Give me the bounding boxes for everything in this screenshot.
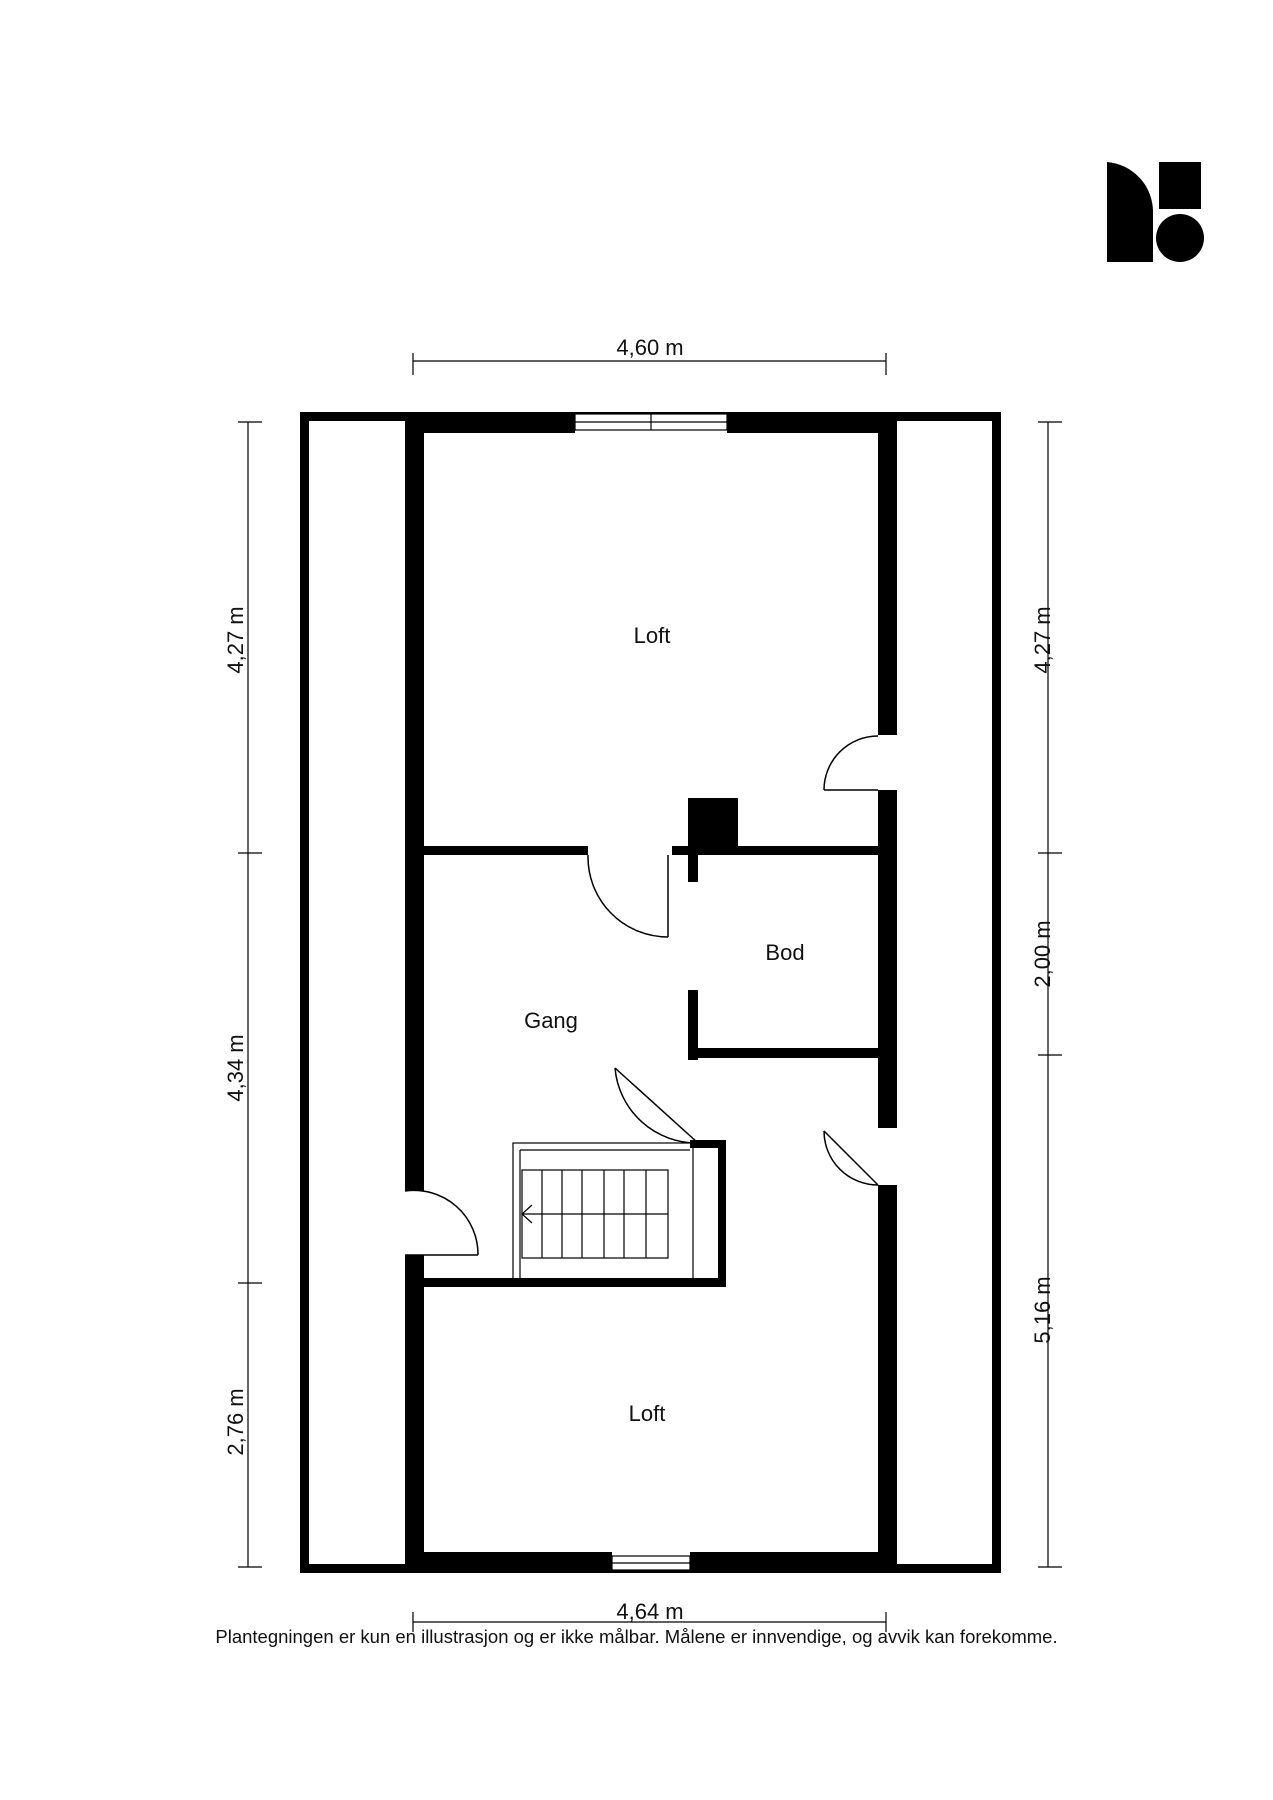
room-label-gang: Gang — [524, 1008, 578, 1033]
room-label-bod: Bod — [765, 940, 804, 965]
dim-right-upper: 4,27 m — [1030, 606, 1055, 673]
dim-right-middle: 2,00 m — [1030, 920, 1055, 987]
stairs — [512, 1142, 694, 1281]
room-label-loft-upper: Loft — [634, 623, 671, 648]
dim-bottom-width: 4,64 m — [616, 1599, 683, 1624]
dim-left-lower: 2,76 m — [223, 1388, 248, 1455]
windows — [574, 413, 728, 1571]
dim-top-width: 4,60 m — [616, 335, 683, 360]
disclaimer-text: Plantegningen er kun en illustrasjon og … — [215, 1626, 1058, 1647]
dim-right-lower: 5,16 m — [1030, 1276, 1055, 1343]
doors — [404, 735, 879, 1256]
walls — [300, 412, 1001, 1573]
dim-left-upper: 4,27 m — [223, 606, 248, 673]
brand-logo-icon — [1107, 162, 1204, 262]
dimension-lines — [238, 353, 1062, 1632]
room-label-loft-lower: Loft — [629, 1401, 666, 1426]
dim-left-middle: 4,34 m — [223, 1034, 248, 1101]
